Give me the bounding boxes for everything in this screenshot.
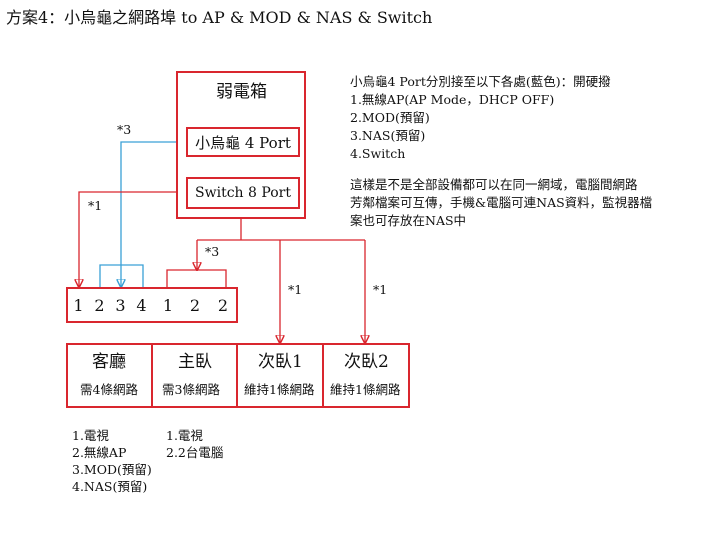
port-cell: 2 xyxy=(189,295,201,315)
notes-item-3: 3.NAS(預留) xyxy=(350,128,426,143)
room-master xyxy=(151,343,238,408)
page-title: 方案4：小烏龜之網路埠 to AP & MOD & NAS & Switch xyxy=(6,8,433,27)
room-title: 次臥1 xyxy=(258,352,303,372)
notes-para-1: 這樣是不是全部設備都可以在同一網域，電腦間網路 xyxy=(350,177,638,192)
living-list-item: 4.NAS(預留) xyxy=(72,479,148,494)
port-cell: 1 xyxy=(162,295,174,315)
notes-para-3: 案也可存放在NAS中 xyxy=(350,213,467,228)
living-list-item: 3.MOD(預留) xyxy=(72,462,152,477)
living-list-item: 1.電視 xyxy=(72,428,109,443)
room-title: 主臥 xyxy=(178,352,212,372)
switch-box: Switch 8 Port xyxy=(186,177,300,209)
port-strip xyxy=(66,287,238,323)
router-label: 小烏龜 4 Port xyxy=(195,133,291,152)
annotation-room4-1: *1 xyxy=(373,282,388,297)
port-cell: 2 xyxy=(94,295,105,315)
annotation-switch-1: *1 xyxy=(88,198,103,213)
notes-item-2: 2.MOD(預留) xyxy=(350,110,430,125)
notes-item-1: 1.無線AP(AP Mode，DHCP OFF) xyxy=(350,92,555,107)
port-cell: 1 xyxy=(73,295,84,315)
wire-switch-living xyxy=(79,191,187,287)
annotation-router-3: *3 xyxy=(117,122,132,137)
room-sub: 維持1條網路 xyxy=(330,382,401,397)
cabinet-label: 弱電箱 xyxy=(216,82,267,102)
annotation-room3-1: *1 xyxy=(288,282,303,297)
port-cell: 3 xyxy=(115,295,126,315)
living-list-item: 2.無線AP xyxy=(72,445,127,460)
annotation-switch-3: *3 xyxy=(205,244,220,259)
room-title: 客廳 xyxy=(92,352,126,372)
master-group-bracket xyxy=(166,269,227,287)
port-cell: 2 xyxy=(217,295,229,315)
room-title: 次臥2 xyxy=(344,352,389,372)
room-sub: 需4條網路 xyxy=(80,382,138,397)
living-group-bracket xyxy=(99,264,144,287)
switch-label: Switch 8 Port xyxy=(195,185,291,201)
room-sub: 維持1條網路 xyxy=(244,382,315,397)
port-cell: 4 xyxy=(136,295,147,315)
notes-intro: 小烏龜4 Port分別接至以下各處(藍色)：開硬撥 xyxy=(350,74,611,89)
router-box: 小烏龜 4 Port xyxy=(186,127,300,157)
notes-para-2: 芳鄰檔案可互傳，手機&電腦可連NAS資料，監視器檔 xyxy=(350,195,653,210)
room-second-2 xyxy=(322,343,410,408)
room-sub: 需3條網路 xyxy=(162,382,220,397)
wire-router-living xyxy=(121,141,187,287)
master-list-item: 2.2台電腦 xyxy=(166,445,224,460)
master-list-item: 1.電視 xyxy=(166,428,203,443)
notes-item-4: 4.Switch xyxy=(350,146,406,161)
